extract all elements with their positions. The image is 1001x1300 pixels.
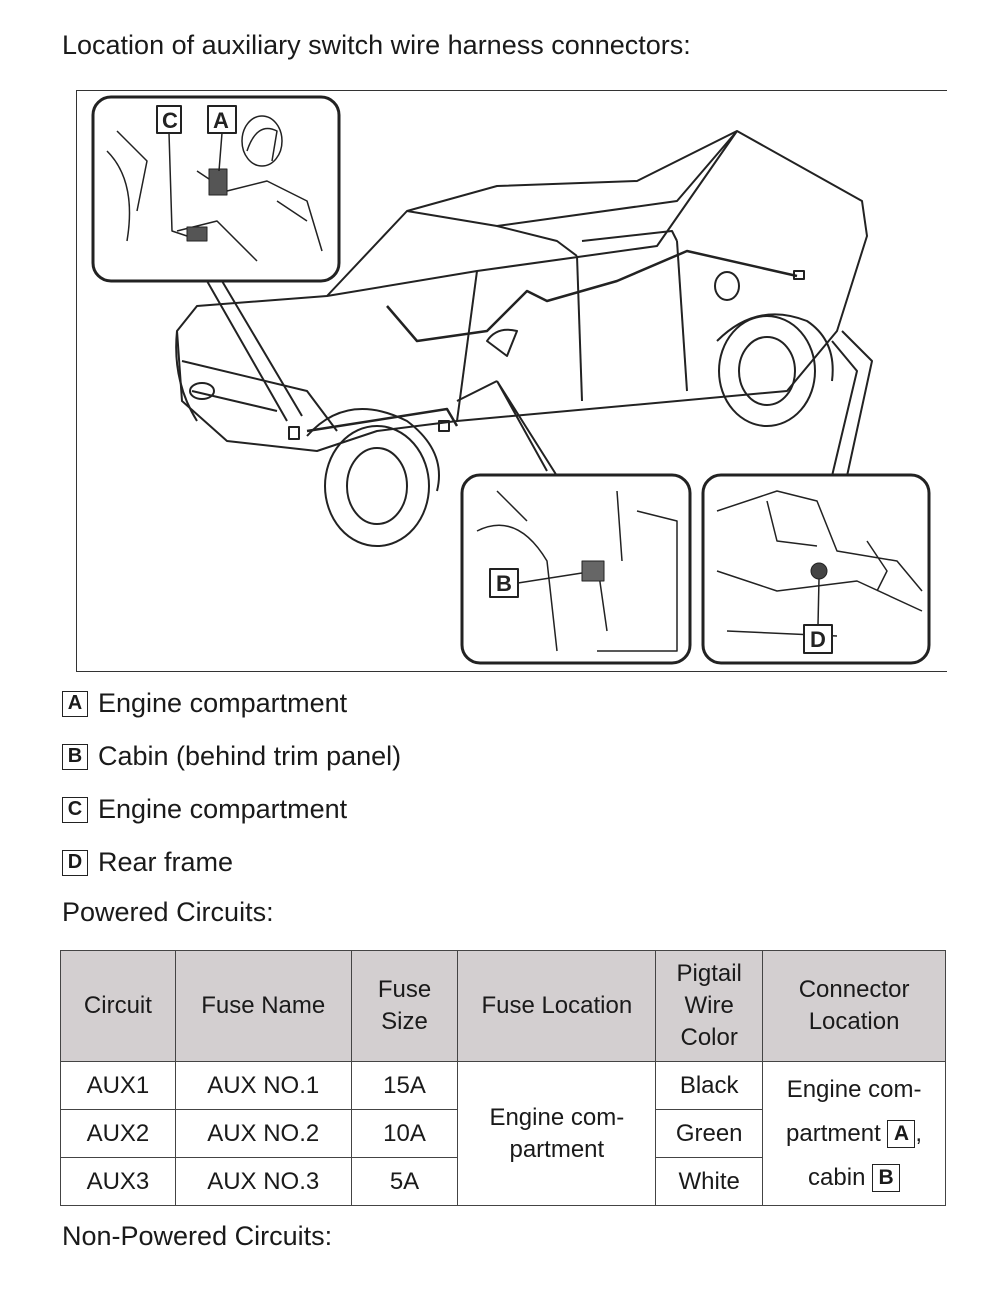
cell-fuse-name: AUX NO.2 — [174, 1109, 352, 1158]
key-box: A — [62, 690, 88, 717]
key-box: A — [887, 1120, 916, 1149]
page-title: Location of auxiliary switch wire harnes… — [62, 30, 691, 60]
legend-item-c: C Engine compartment — [62, 794, 347, 825]
table-header: Circuit Fuse Name Fuse Size Fuse Locatio… — [60, 950, 946, 1062]
text: partment — [786, 1119, 881, 1147]
header-connector-location: Connector Location — [762, 950, 946, 1062]
cell-fuse-size: 10A — [350, 1109, 459, 1158]
key-box: C — [62, 796, 88, 823]
cell-fuse-size: 5A — [350, 1157, 459, 1206]
cell-wire-color: Green — [655, 1109, 764, 1158]
powered-circuits-table: Circuit Fuse Name Fuse Size Fuse Locatio… — [60, 950, 946, 1206]
table-row: AUX3 AUX NO.3 5A White — [60, 1157, 946, 1206]
cell-circuit: AUX3 — [60, 1157, 176, 1206]
table-row: AUX1 AUX NO.1 15A Engine com- partment B… — [60, 1061, 946, 1206]
callout-d: D — [810, 627, 826, 652]
cell-fuse-name: AUX NO.3 — [174, 1157, 352, 1206]
cell-wire-color: Black — [655, 1061, 764, 1110]
text: , — [915, 1119, 923, 1147]
truck-illustration: C A B D — [76, 90, 947, 672]
powered-heading: Powered Circuits: — [62, 897, 274, 927]
cell-fuse-location: Engine com- partment — [457, 1061, 657, 1206]
cell-wire-color: White — [655, 1157, 764, 1206]
text: Engine com- — [786, 1075, 922, 1103]
callout-a: A — [213, 108, 229, 133]
header-fuse-size: Fuse Size — [350, 950, 459, 1062]
header-wire-color: Pigtail Wire Color — [655, 950, 764, 1062]
callout-b: B — [496, 571, 512, 596]
legend-label: Engine compartment — [98, 794, 348, 824]
header-fuse-location: Fuse Location — [457, 950, 657, 1062]
key-box: B — [872, 1164, 901, 1193]
legend-label: Rear frame — [98, 847, 234, 877]
text: cabin — [808, 1163, 866, 1191]
cell-fuse-name: AUX NO.1 — [174, 1061, 352, 1110]
table-row: AUX2 AUX NO.2 10A Green — [60, 1109, 946, 1158]
header-circuit: Circuit — [60, 950, 176, 1062]
key-box: D — [62, 849, 88, 876]
legend-item-b: B Cabin (behind trim panel) — [62, 741, 401, 772]
legend-label: Engine compartment — [98, 688, 348, 718]
callout-c: C — [162, 108, 178, 133]
key-box: B — [62, 743, 88, 770]
legend-label: Cabin (behind trim panel) — [98, 741, 402, 771]
cell-connector-location: Engine com- partment A, cabin B — [762, 1061, 946, 1206]
cell-circuit: AUX1 — [60, 1061, 176, 1110]
cell-fuse-size: 15A — [350, 1061, 459, 1110]
non-powered-heading: Non-Powered Circuits: — [62, 1221, 333, 1251]
legend-item-d: D Rear frame — [62, 847, 233, 878]
cell-circuit: AUX2 — [60, 1109, 176, 1158]
legend-item-a: A Engine compartment — [62, 688, 347, 719]
header-fuse-name: Fuse Name — [174, 950, 352, 1062]
